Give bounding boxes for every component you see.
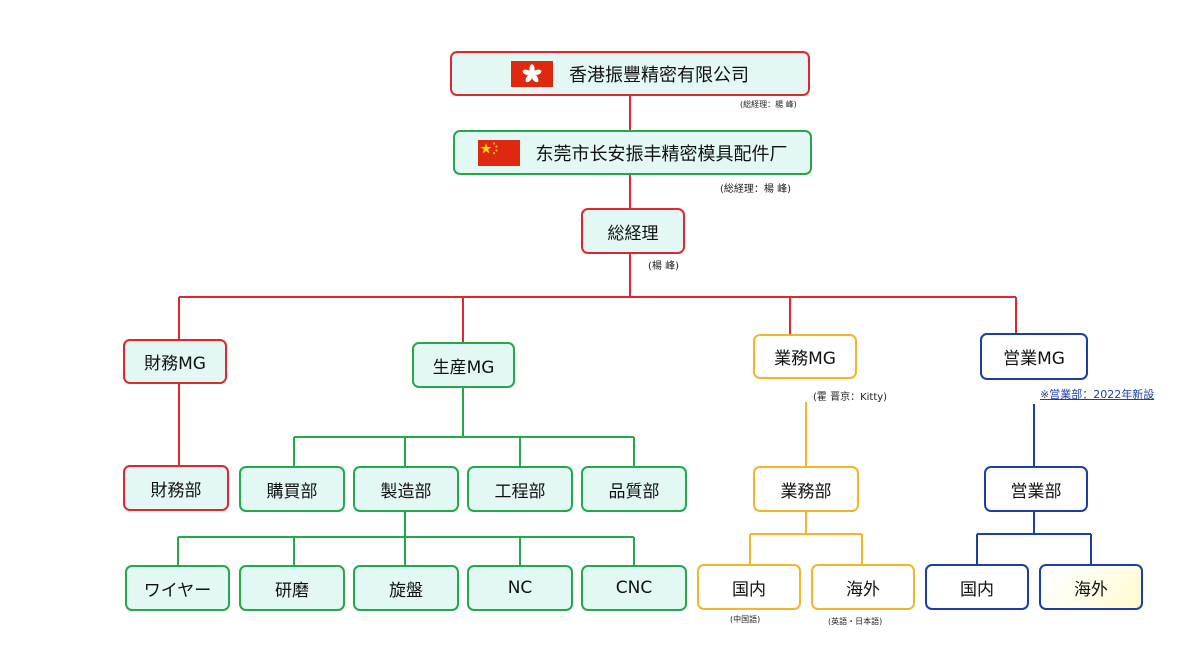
cn-factory-name: 东莞市长安振丰精密模具配件厂 — [535, 143, 788, 165]
sales-mg-note: ※営業部：2022年新設 — [1040, 388, 1155, 401]
nc-unit-box: NC — [467, 565, 573, 611]
hk-company-note: (総経理：楊 峰) — [740, 100, 797, 109]
engineering-dept-box: 工程部 — [467, 466, 573, 512]
cn-factory-note: (総経理：楊 峰) — [720, 184, 791, 195]
quality-dept-box: 品質部 — [581, 466, 687, 512]
lathe-unit-box: 旋盤 — [353, 565, 459, 611]
china-flag-icon — [477, 139, 520, 166]
business-domestic-box: 国内 — [697, 564, 801, 610]
sales-dept-box: 営業部 — [984, 466, 1088, 512]
sales-mg-box: 営業MG — [980, 333, 1088, 380]
cnc-unit-box: CNC — [581, 565, 687, 611]
business-mg-box: 業務MG — [753, 334, 857, 379]
purchasing-dept-box: 購買部 — [239, 466, 345, 512]
wire-unit-box: ワイヤー — [125, 565, 230, 611]
business-overseas-note: (英語・日本語) — [828, 617, 883, 626]
business-overseas-box: 海外 — [811, 564, 915, 610]
business-mg-note: (霍 晋京：Kitty) — [813, 392, 888, 403]
cn-factory-box: 东莞市长安振丰精密模具配件厂 — [453, 130, 812, 175]
finance-dept-box: 財務部 — [123, 465, 229, 511]
sales-domestic-box: 国内 — [925, 564, 1029, 610]
production-mg-box: 生産MG — [412, 342, 515, 388]
hong-kong-flag-icon — [511, 60, 553, 87]
hk-company-box: 香港振豐精密有限公司 — [450, 51, 810, 96]
sales-overseas-box: 海外 — [1039, 564, 1143, 610]
grinding-unit-box: 研磨 — [239, 565, 345, 611]
business-dept-box: 業務部 — [753, 466, 859, 512]
president-note: (楊 峰) — [648, 261, 679, 272]
business-domestic-note: (中国語) — [730, 615, 761, 624]
manufacturing-dept-box: 製造部 — [353, 466, 459, 512]
president-box: 総経理 — [581, 208, 685, 254]
finance-mg-box: 財務MG — [123, 339, 227, 384]
hk-company-name: 香港振豐精密有限公司 — [569, 64, 749, 86]
